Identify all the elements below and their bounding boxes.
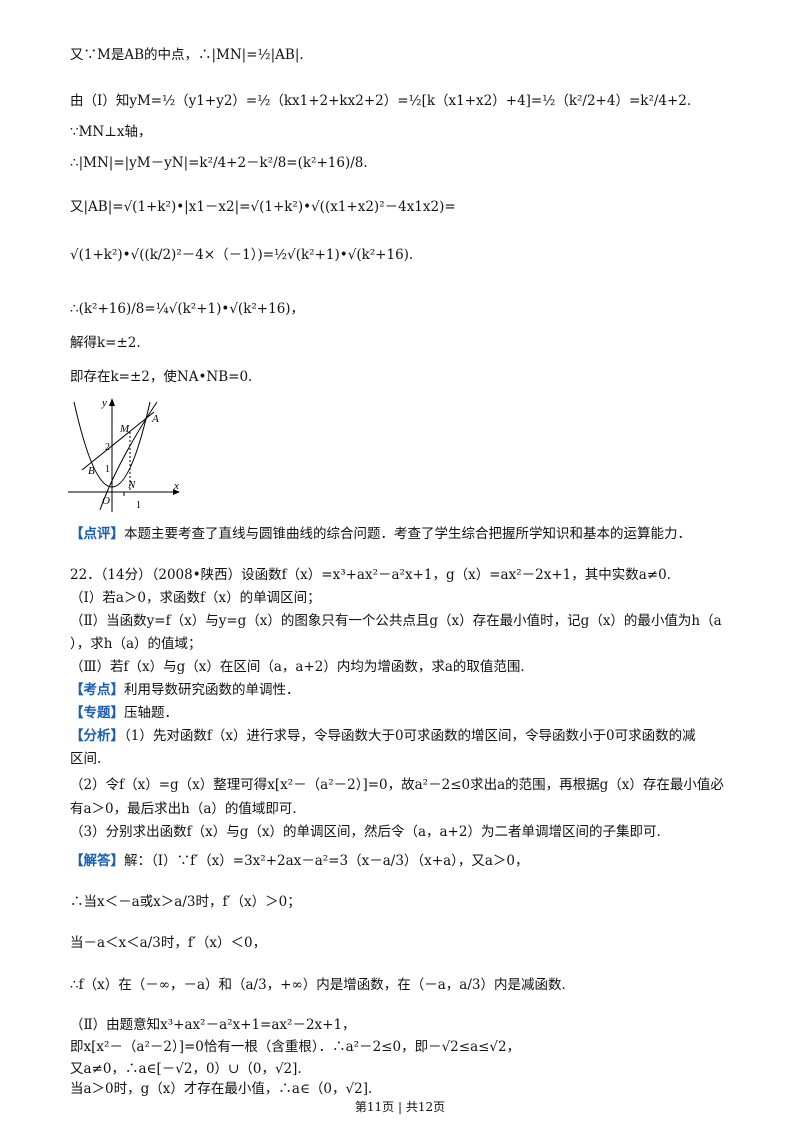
comment-text: 本题主要考查了直线与圆锥曲线的综合问题．考查了学生综合把握所学知识和基本的运算能…: [124, 526, 691, 542]
figure-y-label: y: [101, 397, 107, 409]
solution-line-8: 当a＞0时，g（x）才存在最小值，∴a∈（0，√2].: [70, 1081, 373, 1097]
topic-line: 【考点】利用导数研究函数的单调性．: [70, 681, 300, 699]
line-5: 又|AB|=√(1+k²)•|x1－x2|=√(1+k²)•√((x1+x2)²…: [70, 199, 456, 215]
solution-text: 解：（Ⅰ）∵f′（x）=3x²+2ax－a²=3（x－a/3）（x+a），又a＞…: [124, 853, 529, 869]
solution-line-3: 当－a＜x＜a/3时，f′（x）＜0，: [70, 935, 267, 951]
page-footer: 第11页 | 共12页: [354, 1100, 446, 1114]
line-6: √(1+k²)•√((k/2)²－4×（－1）)=½√(k²+1)•√(k²+1…: [70, 247, 414, 263]
comment-tag: 【点评】: [70, 526, 124, 542]
solution-line-7: 又a≠0，∴a∈[－√2，0）∪（0，√2].: [70, 1061, 302, 1077]
figure-label-m: M: [119, 423, 130, 435]
figure-label-a: A: [151, 413, 159, 425]
figure-label-n: N: [127, 479, 136, 491]
problem-part-2b: ），求h（a）的值域；: [70, 636, 202, 652]
solution-line-6: 即x[x²－（a²－2）]=0恰有一根（含重根）．∴a²－2≤0，即－√2≤a≤…: [70, 1039, 521, 1055]
line-9: 即存在k=±2，使NA•NB=0.: [70, 369, 253, 385]
category-text: 压轴题．: [124, 705, 178, 721]
line-2: 由（Ⅰ）知yM=½（y1+y2）=½（kx1+2+kx2+2）=½[k（x1+x…: [70, 93, 692, 109]
parabola-line-figure: y x A M 2 B 1 N O 1: [68, 397, 180, 512]
problem-part-1: （Ⅰ）若a＞0，求函数f（x）的单调区间；: [70, 590, 321, 606]
figure-label-o: O: [102, 495, 110, 507]
analysis-line-3: （2）令f（x）=g（x）整理可得x[x²－（a²－2）]=0，故a²－2≤0求…: [70, 777, 724, 793]
analysis-line-5: （3）分别求出函数f（x）与g（x）的单调区间，然后令（a，a+2）为二者单调增…: [70, 824, 661, 840]
solution-tag: 【解答】: [70, 853, 124, 869]
solution-line-4: ∴f（x）在（－∞，－a）和（a/3，+∞）内是增函数，在（－a，a/3）内是减…: [70, 977, 566, 993]
solution-line-2: ∴当x＜－a或x＞a/3时，f′（x）＞0；: [70, 894, 301, 910]
problem-part-3: （Ⅲ）若f（x）与g（x）在区间（a，a+2）内均为增函数，求a的取值范围.: [70, 659, 525, 675]
problem-22-title: 22．（14分）（2008•陕西）设函数f（x）=x³+ax²－a²x+1，g（…: [70, 567, 671, 583]
category-tag: 【专题】: [70, 705, 124, 721]
line-3: ∵MN⊥x轴，: [70, 124, 152, 140]
analysis-line-2: 区间.: [70, 751, 102, 767]
solution-line: 【解答】解：（Ⅰ）∵f′（x）=3x²+2ax－a²=3（x－a/3）（x+a）…: [70, 852, 529, 870]
line-1: 又∵M是AB的中点，∴|MN|=½|AB|.: [70, 47, 304, 63]
problem-part-2a: （Ⅱ）当函数y=f（x）与y=g（x）的图象只有一个公共点且g（x）存在最小值时…: [70, 613, 722, 629]
figure-x-label: x: [173, 480, 179, 492]
figure-label-2: 2: [105, 442, 110, 453]
analysis-text: （1）先对函数f（x）进行求导，令导函数大于0可求函数的增区间，令导函数小于0可…: [124, 728, 696, 744]
line-4: ∴|MN|=|yM－yN|=k²/4+2－k²/8=(k²+16)/8.: [70, 155, 368, 171]
topic-text: 利用导数研究函数的单调性．: [124, 682, 300, 698]
category-line: 【专题】压轴题．: [70, 704, 178, 722]
figure-label-1y: 1: [105, 464, 110, 475]
figure-label-b: B: [88, 465, 95, 477]
solution-line-5: （Ⅱ）由题意知x³+ax²－a²x+1=ax²－2x+1，: [70, 1017, 356, 1033]
analysis-line: 【分析】（1）先对函数f（x）进行求导，令导函数大于0可求函数的增区间，令导函数…: [70, 727, 696, 745]
analysis-line-4: 有a＞0，最后求出h（a）的值域即可.: [70, 801, 297, 817]
topic-tag: 【考点】: [70, 682, 124, 698]
line-7: ∴(k²+16)/8=¼√(k²+1)•√(k²+16)，: [70, 301, 305, 317]
comment-line: 【点评】本题主要考查了直线与圆锥曲线的综合问题．考查了学生综合把握所学知识和基本…: [70, 525, 691, 543]
figure-label-1x: 1: [136, 500, 141, 511]
analysis-tag: 【分析】: [70, 728, 124, 744]
line-8: 解得k=±2.: [70, 335, 141, 351]
